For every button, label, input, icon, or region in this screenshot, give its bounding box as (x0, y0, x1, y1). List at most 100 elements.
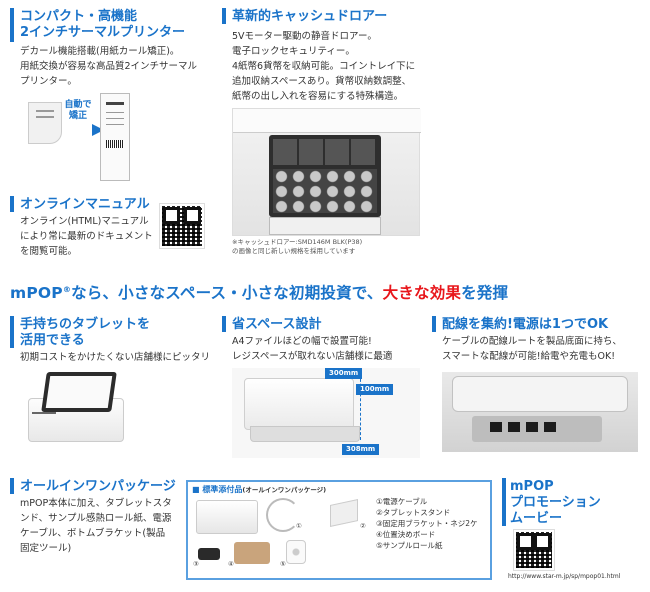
wiring-title: 配線を集約!電源は1つでOK (442, 317, 609, 332)
accessory-item: ⑤サンプルロール紙 (376, 541, 443, 550)
promo-title-line1: mPOP (510, 479, 554, 494)
usb-port-icon (508, 422, 520, 432)
mpop-unit-image (196, 500, 258, 534)
tablet-title-line2: 活用できる (20, 333, 85, 348)
accessory-item: ②タブレットスタンド (376, 508, 451, 517)
power-cable-image (266, 498, 300, 532)
drawer-tray (269, 135, 381, 217)
flat-receipt-image (100, 93, 130, 181)
compact-desc-line3: プリンター。 (20, 76, 77, 87)
curled-receipt-image (28, 102, 62, 144)
dimension-depth: 300mm (325, 368, 363, 379)
section-accent-bar (222, 316, 226, 332)
allinone-title: オールインワンパッケージ (20, 479, 176, 494)
accessories-title-text: ■ 標準添付品 (192, 485, 243, 494)
drawer-desc-line3: 4紙幣6貨幣を収納可能。コイントレイ下に (232, 61, 416, 72)
accessory-number: ⑤ (280, 560, 286, 568)
accessory-number: ④ (228, 560, 234, 568)
cash-drawer-image (232, 108, 421, 236)
manual-title: オンラインマニュアル (20, 197, 150, 212)
bracket-image (198, 548, 220, 560)
paper-slot (32, 412, 56, 414)
coin-compartments (273, 169, 377, 213)
tablet-desc: 初期コストをかけたくない店舗様にピッタリ (20, 352, 211, 363)
drawer-desc-line2: 電子ロックセキュリティー。 (232, 46, 355, 57)
drawer-top-panel (233, 109, 421, 133)
roll-paper-image (286, 540, 306, 564)
mpop-unit-image (244, 378, 354, 430)
drawer-note-line2: の画像と同じ新しい規格を採用しています (232, 247, 356, 255)
accessory-item: ①電源ケーブル (376, 497, 428, 506)
accessory-item: ④位置決めボード (376, 530, 436, 539)
banner-highlight: 大きな効果 (382, 284, 462, 302)
receipt-line (106, 124, 124, 125)
unit-bottom (452, 376, 628, 412)
auto-correct-line1: 自動で (64, 100, 92, 110)
allinone-desc-line4: 固定ツール) (20, 543, 72, 554)
accessories-title: ■ 標準添付品(オールインワンパッケージ) (192, 484, 326, 495)
dimension-width: 308mm (342, 444, 380, 455)
receipt-line (106, 112, 124, 113)
section-accent-bar (10, 316, 14, 348)
receipt-line (36, 110, 54, 112)
space-desc-line2: レジスペースが取れない店舗様に最適 (232, 351, 393, 362)
space-desc-line1: A4ファイルほどの幅で設置可能! (232, 336, 372, 347)
banner-text: なら、小さなスペース・小さな初期投資で、 (71, 284, 383, 302)
receipt-line (106, 118, 124, 119)
banner-mpop: mPOP (10, 284, 63, 302)
section-accent-bar (10, 8, 14, 42)
bill-compartments (273, 139, 377, 165)
registered-mark: ® (62, 284, 72, 294)
receipt-line (36, 116, 54, 118)
promo-url-link[interactable]: http://www.star-m.jp/sp/mpop01.html (508, 573, 621, 580)
auto-correct-label: 自動で 矯正 (63, 100, 93, 122)
promo-title-line3: ムービー (510, 511, 563, 526)
lan-port-icon (544, 422, 556, 432)
promo-qr-code[interactable] (513, 529, 555, 571)
accessory-number: ② (360, 522, 366, 530)
section-accent-bar (10, 196, 14, 212)
drawer-front (269, 217, 381, 235)
dimension-height: 100mm (356, 384, 394, 395)
positioning-board-image (234, 542, 270, 564)
accessories-subtitle: (オールインワンパッケージ) (242, 486, 327, 494)
accessory-number: ③ (193, 560, 199, 568)
compact-title-line2: 2インチサーマルプリンター (20, 25, 186, 40)
drawer-desc-line5: 紙幣の出し入れを容易にする特殊構造。 (232, 91, 404, 102)
compact-title-line1: コンパクト・高機能 (20, 9, 138, 24)
drawer-desc-line1: 5Vモーター駆動の静音ドロアー。 (232, 31, 377, 42)
accessory-item: ③固定用ブラケット・ネジ2ケ (376, 519, 478, 528)
allinone-desc-line1: mPOP本体に加え、タブレットスタ (20, 498, 172, 509)
accessory-number: ① (296, 522, 302, 530)
manual-desc-line2: により常に最新のドキュメント (20, 231, 153, 242)
section-accent-bar (432, 316, 436, 332)
drawer-desc-line4: 追加収納スペースあり。貨幣収納数調整、 (232, 76, 412, 87)
tablet-title-line1: 手持ちのタブレットを (20, 317, 151, 332)
usb-port-icon (526, 422, 538, 432)
wiring-desc-line2: スマートな配線が可能!給電や充電もOK! (442, 351, 616, 362)
dimension-line (360, 374, 361, 440)
compact-desc-line2: 用紙交換が容易な高品質2インチサーマル (20, 61, 198, 72)
allinone-desc-line2: ンド、サンプル感熱ロール紙、電源 (20, 513, 172, 524)
banner-text-end: を発揮 (461, 284, 509, 302)
drawer-title: 革新的キャッシュドロアー (232, 9, 388, 24)
tablet-image (41, 372, 117, 412)
barcode-icon (106, 140, 124, 148)
receipt-line (106, 102, 124, 105)
space-title: 省スペース設計 (232, 317, 322, 332)
manual-desc-line1: オンライン(HTML)マニュアル (20, 216, 149, 227)
headline-banner: mPOP®なら、小さなスペース・小さな初期投資で、大きな効果を発揮 (10, 281, 508, 303)
section-accent-bar (222, 8, 226, 24)
accessory-list: ①電源ケーブル ②タブレットスタンド ③固定用ブラケット・ネジ2ケ ④位置決めボ… (376, 496, 478, 551)
drawer-note-line1: ※キャッシュドロアー:SMD146M BLK(P38) (232, 238, 363, 246)
auto-correct-line2: 矯正 (68, 111, 87, 121)
manual-desc-line3: を閲覧可能。 (20, 246, 78, 257)
section-accent-bar (10, 478, 14, 494)
compact-desc-line1: デカール機能搭載(用紙カール矯正)。 (20, 46, 180, 57)
allinone-desc-line3: ケーブル、ボトムブラケット(製品 (20, 528, 166, 539)
unit-front (250, 426, 360, 442)
manual-qr-code[interactable] (159, 203, 205, 249)
wiring-desc-line1: ケーブルの配線ルートを製品底面に持ち、 (442, 336, 622, 347)
usb-port-icon (490, 422, 502, 432)
section-accent-bar (502, 478, 506, 526)
